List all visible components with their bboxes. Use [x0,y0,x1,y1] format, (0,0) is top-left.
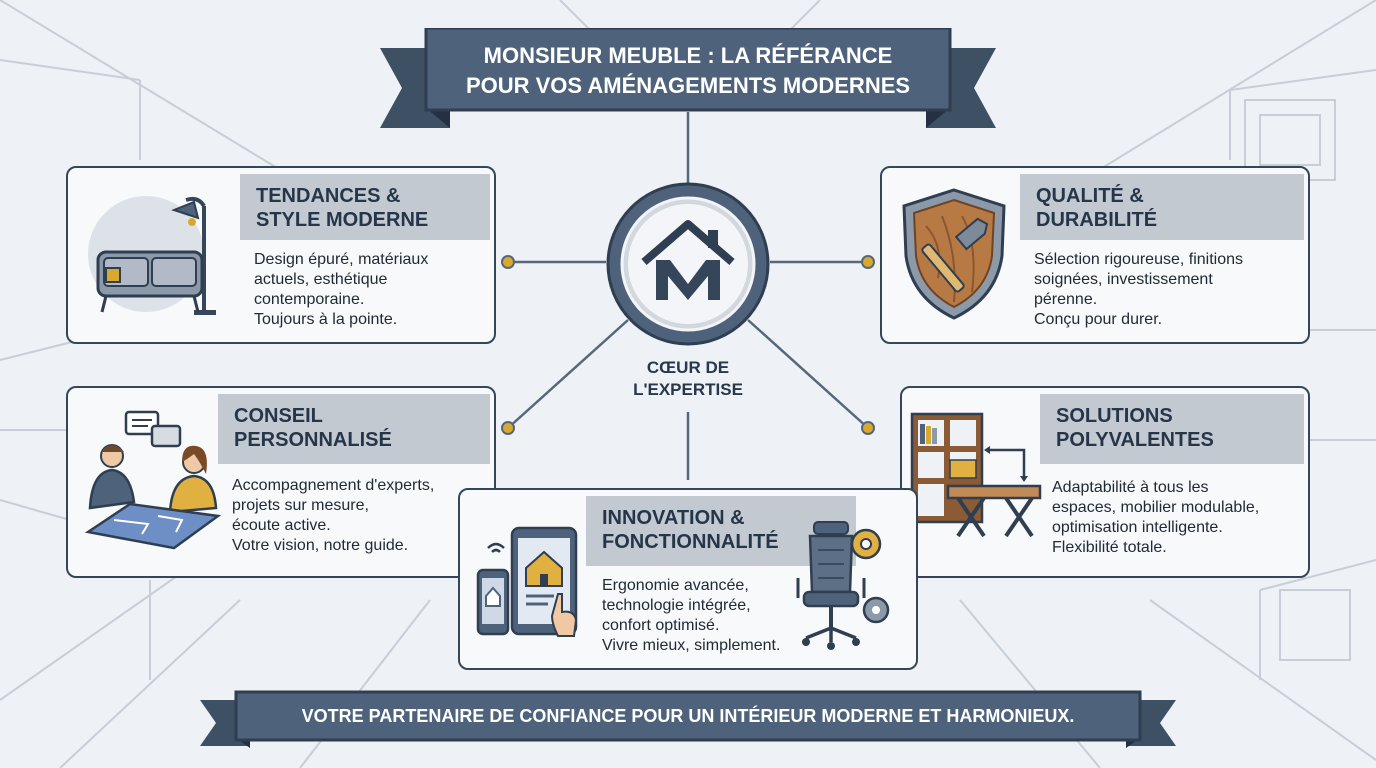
card-innovation-line-3: confort optimisé. [602,617,720,634]
card-solutions-line-3: optimisation intelligente. [1052,519,1223,536]
card-tendances-line-4: Toujours à la pointe. [254,311,398,328]
ergonomic-chair-gear-icon [796,521,890,650]
card-tendances-line-2: actuels, esthétique [254,271,388,288]
house-m-logo-icon [606,182,770,346]
card-tendances-line-3: contemporaine. [254,291,365,308]
footer-banner: VOTRE PARTENAIRE DE CONFIANCE POUR UN IN… [200,690,1176,752]
card-solutions-title-line-1: SOLUTIONS [1056,405,1173,427]
card-conseil-title-line-2: PERSONNALISÉ [234,429,392,451]
card-innovation: INNOVATION & FONCTIONNALITÉ Ergonomie av… [458,488,918,670]
card-conseil-line-4: Votre vision, notre guide. [232,537,409,554]
card-qualite-title: QUALITÉ & DURABILITÉ [1020,174,1304,240]
card-conseil: CONSEIL PERSONNALISÉ Accompagnement d'ex… [66,386,496,578]
card-qualite-title-line-2: DURABILITÉ [1036,209,1158,231]
shield-hammer-icon [902,188,1006,320]
card-qualite-body: Sélection rigoureuse, finitions soignées… [1034,250,1243,330]
card-qualite-line-3: pérenne. [1034,291,1098,308]
card-tendances: TENDANCES & STYLE MODERNE Design épuré, … [66,166,496,344]
modular-furniture-icon [910,412,1042,538]
center-label: CŒUR DE L'EXPERTISE [560,357,816,401]
card-solutions-line-1: Adaptabilité à tous les [1052,479,1209,496]
title-banner: MONSIEUR MEUBLE : LA RÉFÉRANCE POUR VOS … [380,28,996,132]
card-tendances-line-1: Design épuré, matériaux [254,251,429,268]
title-line-1: MONSIEUR MEUBLE : LA RÉFÉRANCE [483,43,893,68]
card-tendances-title-line-2: STYLE MODERNE [256,209,429,231]
title-line-2: POUR VOS AMÉNAGEMENTS MODERNES [465,73,911,98]
sofa-lamp-icon [88,196,216,315]
card-conseil-title-line-1: CONSEIL [234,405,323,427]
card-innovation-line-4: Vivre mieux, simplement. [602,637,781,654]
card-tendances-title-line-1: TENDANCES & [256,185,401,207]
center-label-line-2: L'EXPERTISE [633,380,743,399]
consultation-people-icon [84,410,222,550]
card-tendances-title: TENDANCES & STYLE MODERNE [240,174,490,240]
center-label-line-1: CŒUR DE [646,358,730,377]
card-qualite-title-line-1: QUALITÉ & [1036,185,1144,207]
card-conseil-body: Accompagnement d'experts, projets sur me… [232,476,434,556]
card-solutions-line-4: Flexibilité totale. [1052,539,1167,556]
footer-text: VOTRE PARTENAIRE DE CONFIANCE POUR UN IN… [301,706,1075,726]
card-qualite: QUALITÉ & DURABILITÉ Sélection rigoureus… [880,166,1310,344]
card-qualite-line-2: soignées, investissement [1034,271,1213,288]
card-innovation-line-2: technologie intégrée, [602,597,751,614]
card-solutions-title: SOLUTIONS POLYVALENTES [1040,394,1304,464]
card-tendances-body: Design épuré, matériaux actuels, esthéti… [254,250,428,330]
card-innovation-line-1: Ergonomie avancée, [602,577,749,594]
card-qualite-line-4: Conçu pour durer. [1034,311,1163,328]
card-innovation-body: Ergonomie avancée, technologie intégrée,… [602,576,780,656]
card-innovation-title-line-1: INNOVATION & [602,507,745,529]
card-innovation-title-line-2: FONCTIONNALITÉ [602,531,779,553]
card-solutions-line-2: espaces, mobilier modulable, [1052,499,1260,516]
card-solutions-title-line-2: POLYVALENTES [1056,429,1214,451]
card-qualite-line-1: Sélection rigoureuse, finitions [1034,251,1244,268]
card-conseil-title: CONSEIL PERSONNALISÉ [218,394,490,464]
card-solutions: SOLUTIONS POLYVALENTES Adaptabilité à to… [900,386,1310,578]
smart-devices-icon [476,526,578,637]
card-conseil-line-2: projets sur mesure, [232,497,369,514]
card-conseil-line-3: écoute active. [232,517,331,534]
card-solutions-body: Adaptabilité à tous les espaces, mobilie… [1052,478,1259,558]
center-hub [604,180,772,348]
card-conseil-line-1: Accompagnement d'experts, [232,477,435,494]
